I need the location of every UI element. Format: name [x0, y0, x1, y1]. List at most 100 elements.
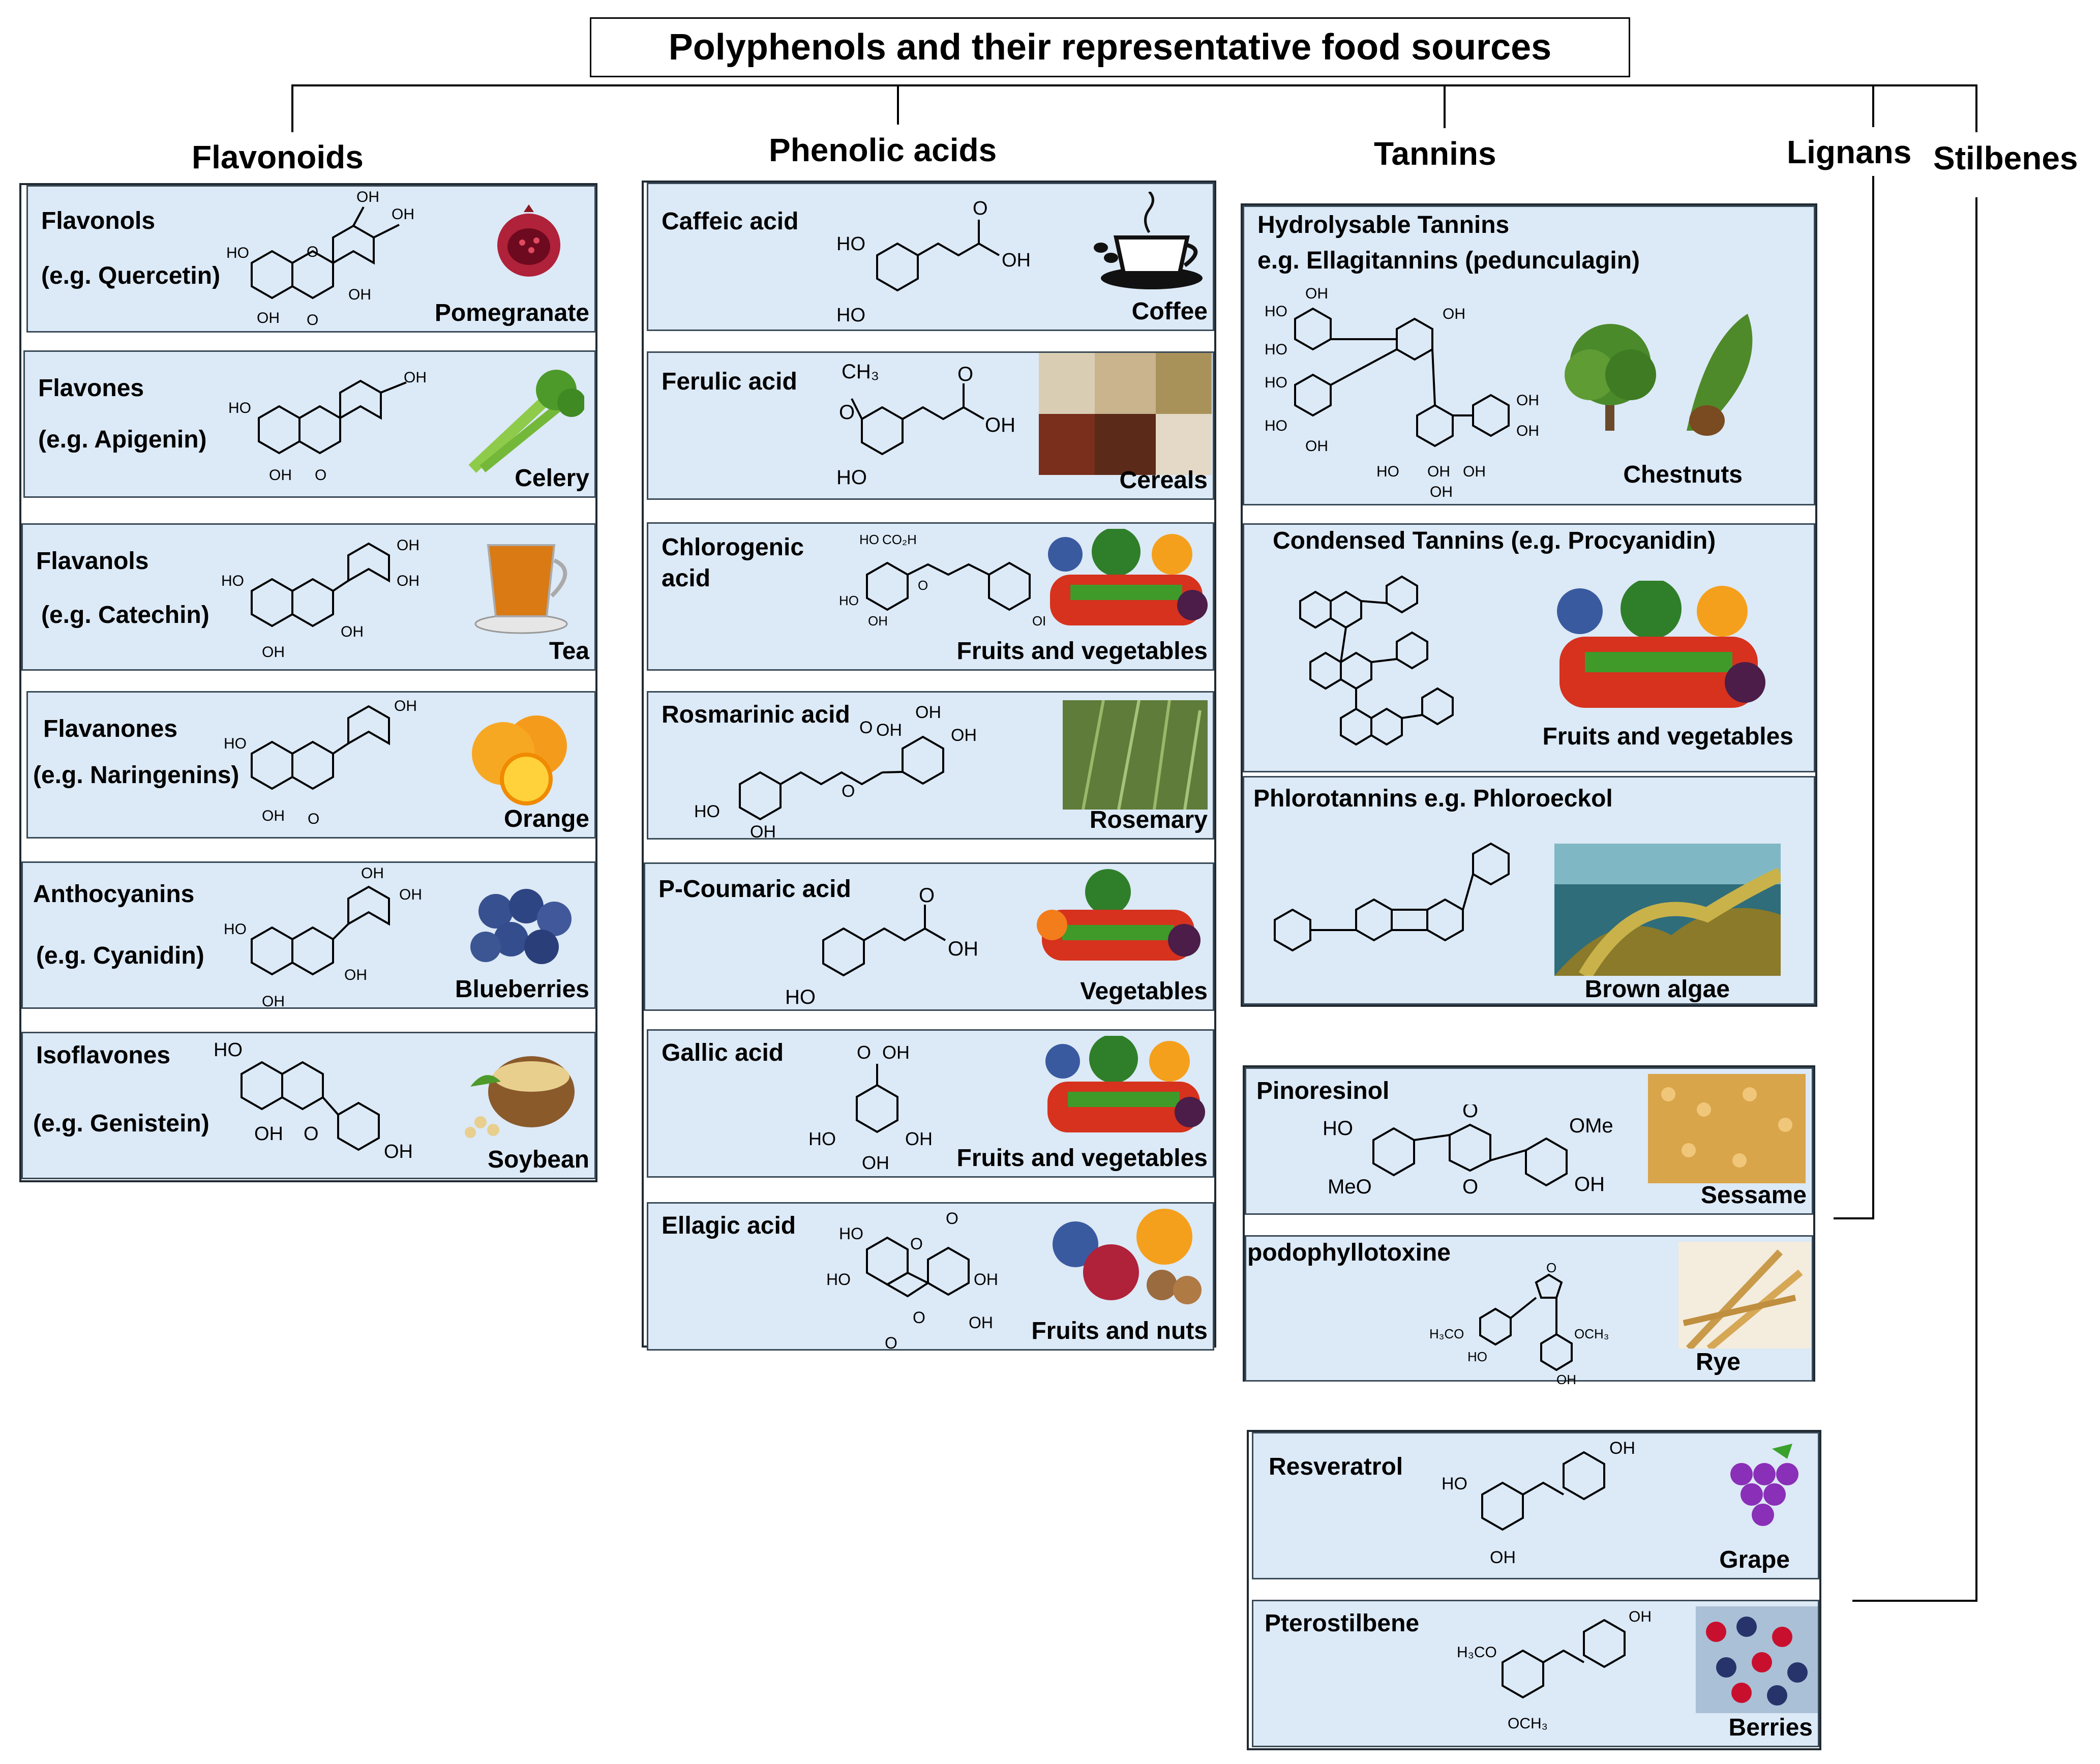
compound-name: Ellagic acid: [662, 1212, 796, 1239]
svg-text:HO: HO: [214, 1039, 243, 1061]
lignans-column: Pinoresinol HO MeO O O OMe OH Sessame p: [1243, 1065, 1815, 1384]
coffee-cup-image: [1094, 192, 1203, 289]
svg-text:O: O: [973, 199, 988, 219]
food-source-label: Rye: [1695, 1349, 1741, 1376]
svg-text:OH: OH: [951, 726, 977, 745]
compound-name: Flavanones: [43, 715, 178, 742]
food-source-label: Coffee: [1131, 298, 1208, 325]
card-condensed-tannins: Condensed Tannins (e.g. Procyanidin): [1243, 523, 1815, 772]
rosemary-image: [1063, 700, 1208, 810]
card-resveratrol: Resveratrol HO OH OH Grape: [1252, 1432, 1819, 1579]
rye-image: [1678, 1242, 1811, 1349]
svg-text:OH: OH: [262, 993, 285, 1010]
svg-text:HO: HO: [836, 466, 867, 489]
tea-cup-image: [474, 544, 568, 634]
card-gallic-acid: Gallic acid O OH HO OH OH Fruits and veg…: [647, 1029, 1214, 1178]
svg-text:O: O: [315, 467, 326, 484]
card-pterostilbene: Pterostilbene H₃CO OCH₃ OH Berries: [1252, 1600, 1819, 1747]
svg-text:OH: OH: [394, 698, 417, 714]
svg-text:OH: OH: [392, 206, 414, 223]
svg-text:O: O: [839, 401, 855, 424]
compound-name: Pterostilbene: [1265, 1610, 1420, 1637]
svg-text:OH: OH: [384, 1141, 413, 1162]
compound-name: Ferulic acid: [662, 368, 797, 395]
svg-text:HO: HO: [1467, 1349, 1487, 1364]
compound-name: Flavones: [38, 375, 144, 402]
flavonoids-column: Flavonols (e.g. Quercetin) HO OH O OH O …: [19, 183, 597, 1182]
svg-text:HO: HO: [836, 233, 865, 255]
svg-text:HO: HO: [1265, 374, 1287, 391]
category-stilbenes: Stilbenes: [1933, 140, 2078, 176]
svg-text:OH: OH: [361, 865, 384, 882]
svg-text:HO: HO: [694, 802, 720, 821]
compound-name: Chlorogenic: [662, 534, 804, 561]
card-flavonols: Flavonols (e.g. Quercetin) HO OH O OH O …: [26, 185, 596, 333]
svg-text:HO: HO: [808, 1128, 836, 1149]
pomegranate-image: [497, 204, 560, 277]
compound-name: Pinoresinol: [1256, 1078, 1390, 1104]
compound-example: (e.g. Catechin): [41, 602, 209, 629]
resveratrol-structure: HO OH OH: [1442, 1439, 1635, 1567]
compound-name: Rosmarinic acid: [662, 701, 850, 728]
card-hydrolysable-tannins: Hydrolysable Tannins e.g. Ellagitannins …: [1243, 205, 1815, 505]
food-source-label: Celery: [515, 465, 589, 492]
grape-icon: [1730, 1444, 1798, 1526]
svg-text:O: O: [1462, 1104, 1478, 1122]
svg-text:HO: HO: [785, 986, 816, 1008]
svg-text:HO: HO: [839, 1224, 863, 1243]
compound-example: (e.g. Genistein): [33, 1110, 209, 1137]
svg-text:OCH₃: OCH₃: [1574, 1326, 1609, 1341]
card-flavanones: Flavanones (e.g. Naringenins) HO OH O OH…: [26, 691, 596, 839]
fruits-vegetables-image: [1045, 1036, 1205, 1132]
svg-text:OH: OH: [1556, 1372, 1576, 1384]
sesame-image: [1648, 1074, 1806, 1183]
svg-text:HO: HO: [859, 532, 879, 547]
compound-name: Resveratrol: [1269, 1453, 1403, 1480]
svg-text:O: O: [957, 363, 973, 385]
pterostilbene-structure: H₃CO OCH₃ OH: [1457, 1608, 1652, 1732]
svg-text:OH: OH: [356, 189, 379, 205]
cyanidin-structure: HO OH OH OH OH: [224, 865, 422, 1010]
brown-algae-image: [1554, 844, 1781, 976]
svg-text:OH: OH: [882, 1042, 910, 1063]
svg-text:O: O: [918, 578, 928, 593]
food-source-label: Pomegranate: [434, 300, 589, 326]
svg-text:OH: OH: [1629, 1608, 1652, 1625]
card-anthocyanins: Anthocyanins (e.g. Cyanidin) HO OH OH OH…: [21, 861, 596, 1010]
card-chlorogenic-acid: Chlorogenic acid HO CO₂H HO OH O OH Frui…: [647, 522, 1214, 671]
food-source-label: Blueberries: [455, 976, 589, 1003]
svg-text:CH₃: CH₃: [842, 361, 879, 383]
svg-text:HO: HO: [226, 245, 249, 261]
svg-text:HO: HO: [1442, 1474, 1467, 1493]
blueberries-image: [470, 889, 572, 964]
svg-text:H₃CO: H₃CO: [1429, 1326, 1464, 1341]
compound-example: (e.g. Naringenins): [33, 762, 239, 789]
svg-text:OH: OH: [341, 623, 364, 640]
card-flavones: Flavones (e.g. Apigenin) HO OH O OH Cele…: [23, 350, 596, 498]
compound-example: e.g. Ellagitannins (pedunculagin): [1257, 247, 1640, 274]
pedunculagin-structure: HO HO HO HO OH OH OH HO OH OH OH OH OH: [1265, 285, 1539, 500]
gallic-acid-structure: O OH HO OH OH: [808, 1042, 933, 1173]
svg-text:OH: OH: [985, 414, 1015, 436]
fruits-vegetables-image: [1048, 529, 1208, 625]
svg-text:O: O: [910, 1235, 923, 1253]
svg-text:HO: HO: [836, 305, 865, 326]
svg-text:OH: OH: [344, 967, 367, 983]
card-flavanols: Flavanols (e.g. Catechin) HO OH OH OH OH…: [21, 523, 596, 671]
svg-text:OH: OH: [948, 938, 978, 960]
berries-image: [1696, 1606, 1818, 1713]
svg-text:OH: OH: [1427, 463, 1450, 480]
svg-text:H₃CO: H₃CO: [1457, 1644, 1497, 1661]
food-source-label: Sessame: [1700, 1182, 1807, 1209]
svg-text:OH: OH: [1430, 484, 1453, 500]
svg-text:OH: OH: [404, 369, 427, 386]
svg-text:O: O: [308, 811, 319, 827]
naringenin-structure: HO OH O OH: [224, 698, 417, 827]
svg-text:OH: OH: [915, 703, 941, 722]
svg-text:MeO: MeO: [1328, 1176, 1372, 1198]
svg-text:O: O: [304, 1123, 319, 1145]
food-source-label: Rosemary: [1089, 806, 1208, 833]
svg-text:O: O: [307, 244, 318, 260]
